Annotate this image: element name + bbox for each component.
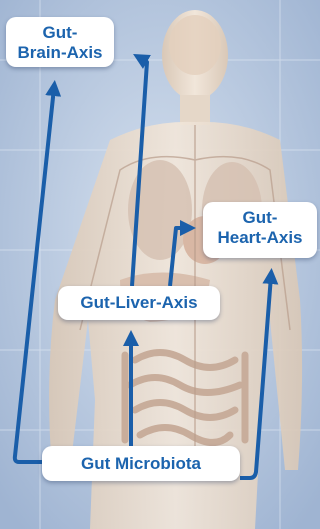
gut-microbiota-label: Gut Microbiota (42, 446, 240, 481)
lung-left (128, 160, 192, 260)
gut-liver-axis-label: Gut-Liver-Axis (58, 286, 220, 320)
gut-brain-axis-line2: Brain-Axis (14, 43, 106, 63)
gut-brain-axis-label: Gut- Brain-Axis (6, 17, 114, 67)
gut-heart-axis-line1: Gut- (211, 208, 309, 228)
gut-heart-axis-label: Gut- Heart-Axis (203, 202, 317, 258)
gut-brain-axis-line1: Gut- (14, 23, 106, 43)
brain-shape (169, 15, 221, 75)
gut-heart-axis-line2: Heart-Axis (211, 228, 309, 248)
